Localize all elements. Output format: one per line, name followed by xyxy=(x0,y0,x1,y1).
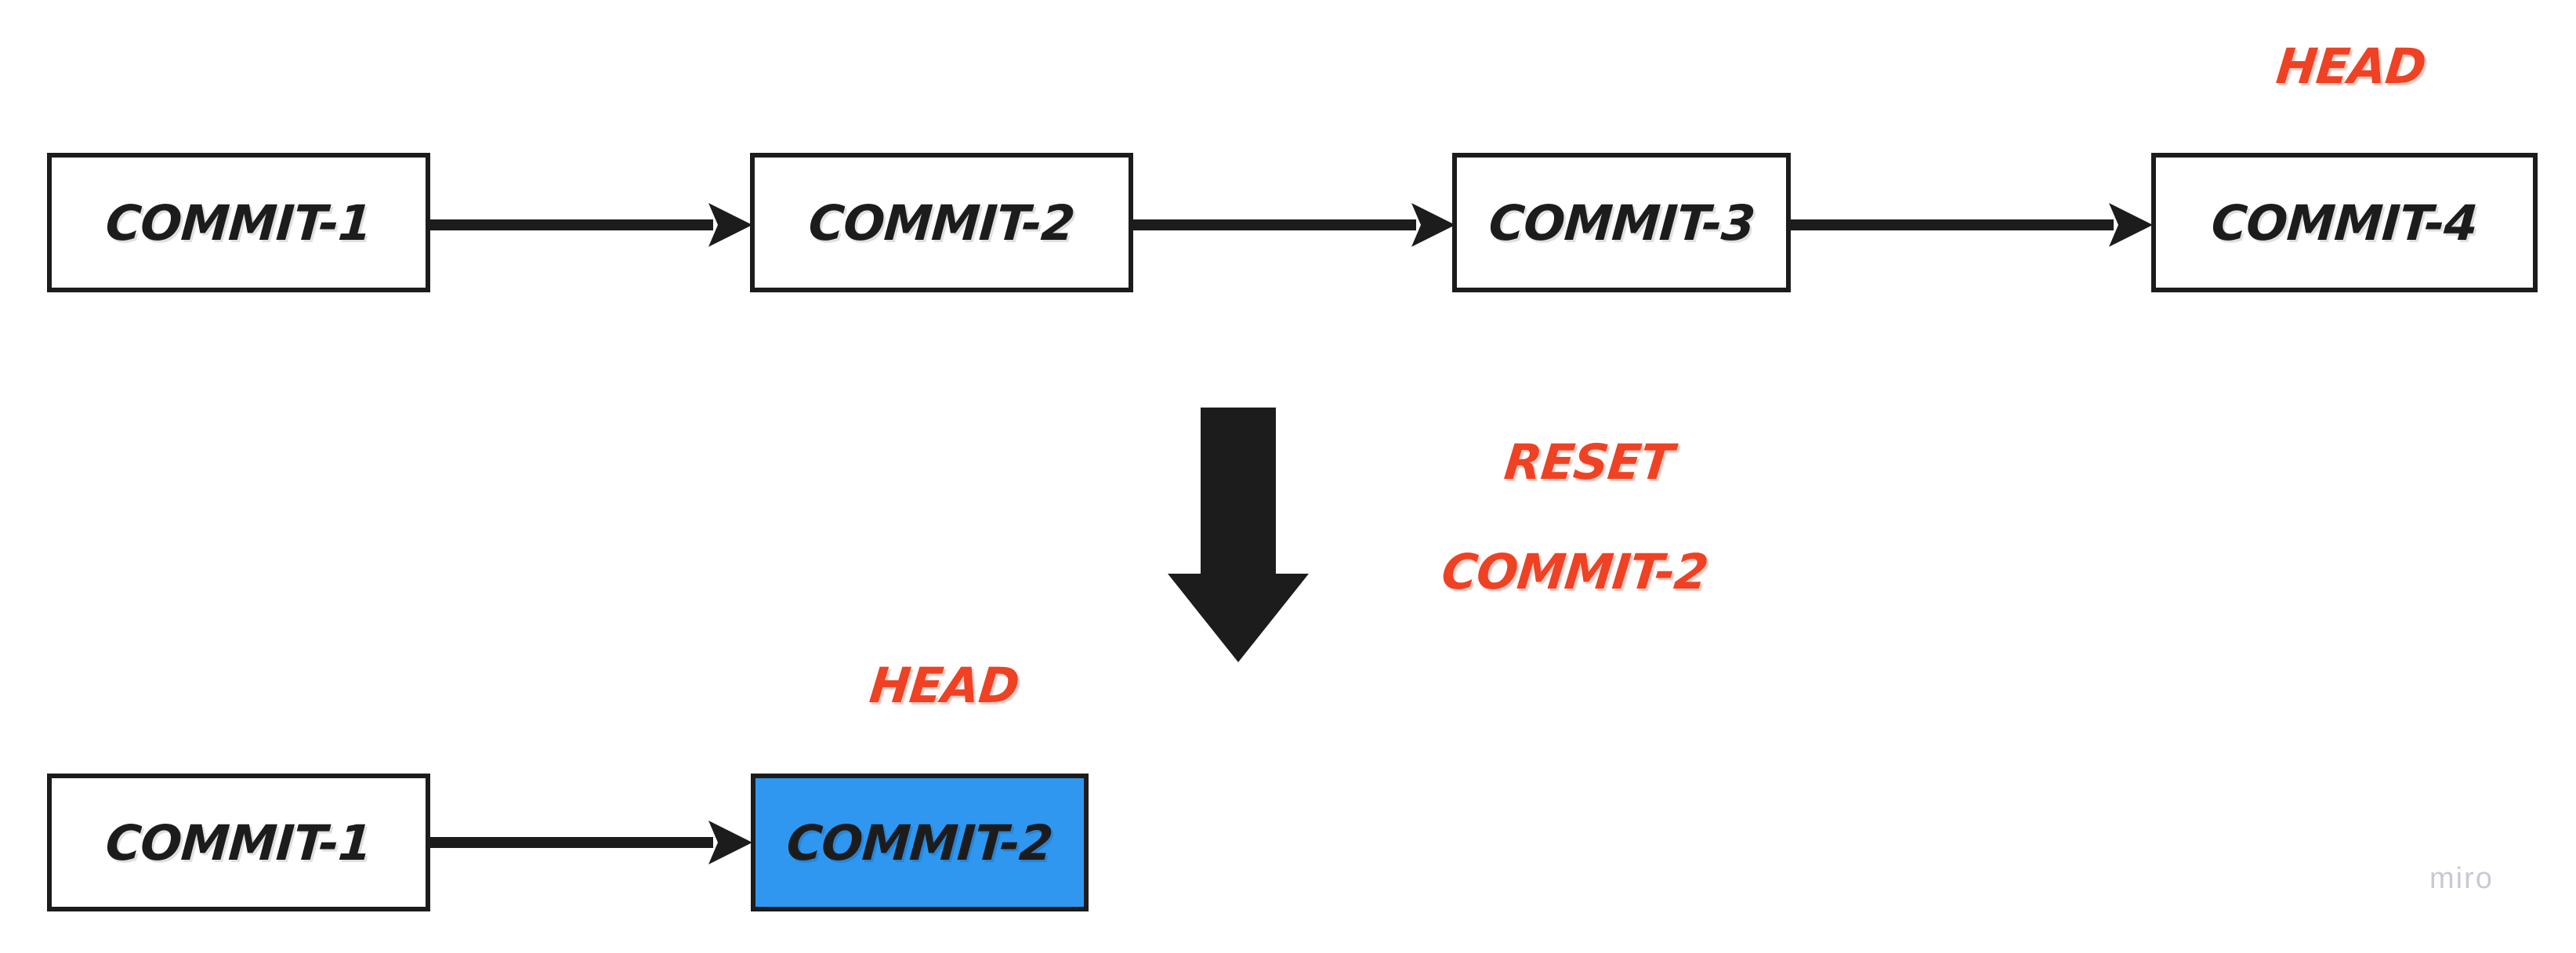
commit-node-label: COMMIT-1 xyxy=(103,813,374,871)
connector-arrow-before-1 xyxy=(429,186,752,264)
head-label-after: HEAD xyxy=(867,657,1022,714)
commit-node-label: COMMIT-2 xyxy=(806,194,1077,252)
connector-arrow-before-2 xyxy=(1132,186,1455,264)
commit-node-before-2[interactable]: COMMIT-2 xyxy=(750,153,1133,292)
connector-arrow-after-1 xyxy=(429,803,752,882)
commit-node-before-4[interactable]: COMMIT-4 xyxy=(2151,153,2538,292)
commit-node-before-3[interactable]: COMMIT-3 xyxy=(1452,153,1791,292)
commit-node-label: COMMIT-1 xyxy=(103,194,374,252)
commit-node-label: COMMIT-3 xyxy=(1487,194,1756,252)
commit-node-after-2[interactable]: COMMIT-2 xyxy=(751,774,1089,911)
reset-down-arrow xyxy=(1168,408,1309,662)
commit-node-before-1[interactable]: COMMIT-1 xyxy=(47,153,430,292)
reset-operation-line2: COMMIT-2 xyxy=(1439,543,1711,600)
miro-watermark: miro xyxy=(2429,862,2494,895)
commit-node-label: COMMIT-4 xyxy=(2209,194,2480,252)
reset-operation-line1: RESET xyxy=(1502,433,1676,491)
connector-arrow-before-3 xyxy=(1790,186,2153,264)
commit-node-after-1[interactable]: COMMIT-1 xyxy=(47,774,430,911)
head-label-before: HEAD xyxy=(2273,38,2429,95)
commit-node-label: COMMIT-2 xyxy=(784,813,1055,871)
